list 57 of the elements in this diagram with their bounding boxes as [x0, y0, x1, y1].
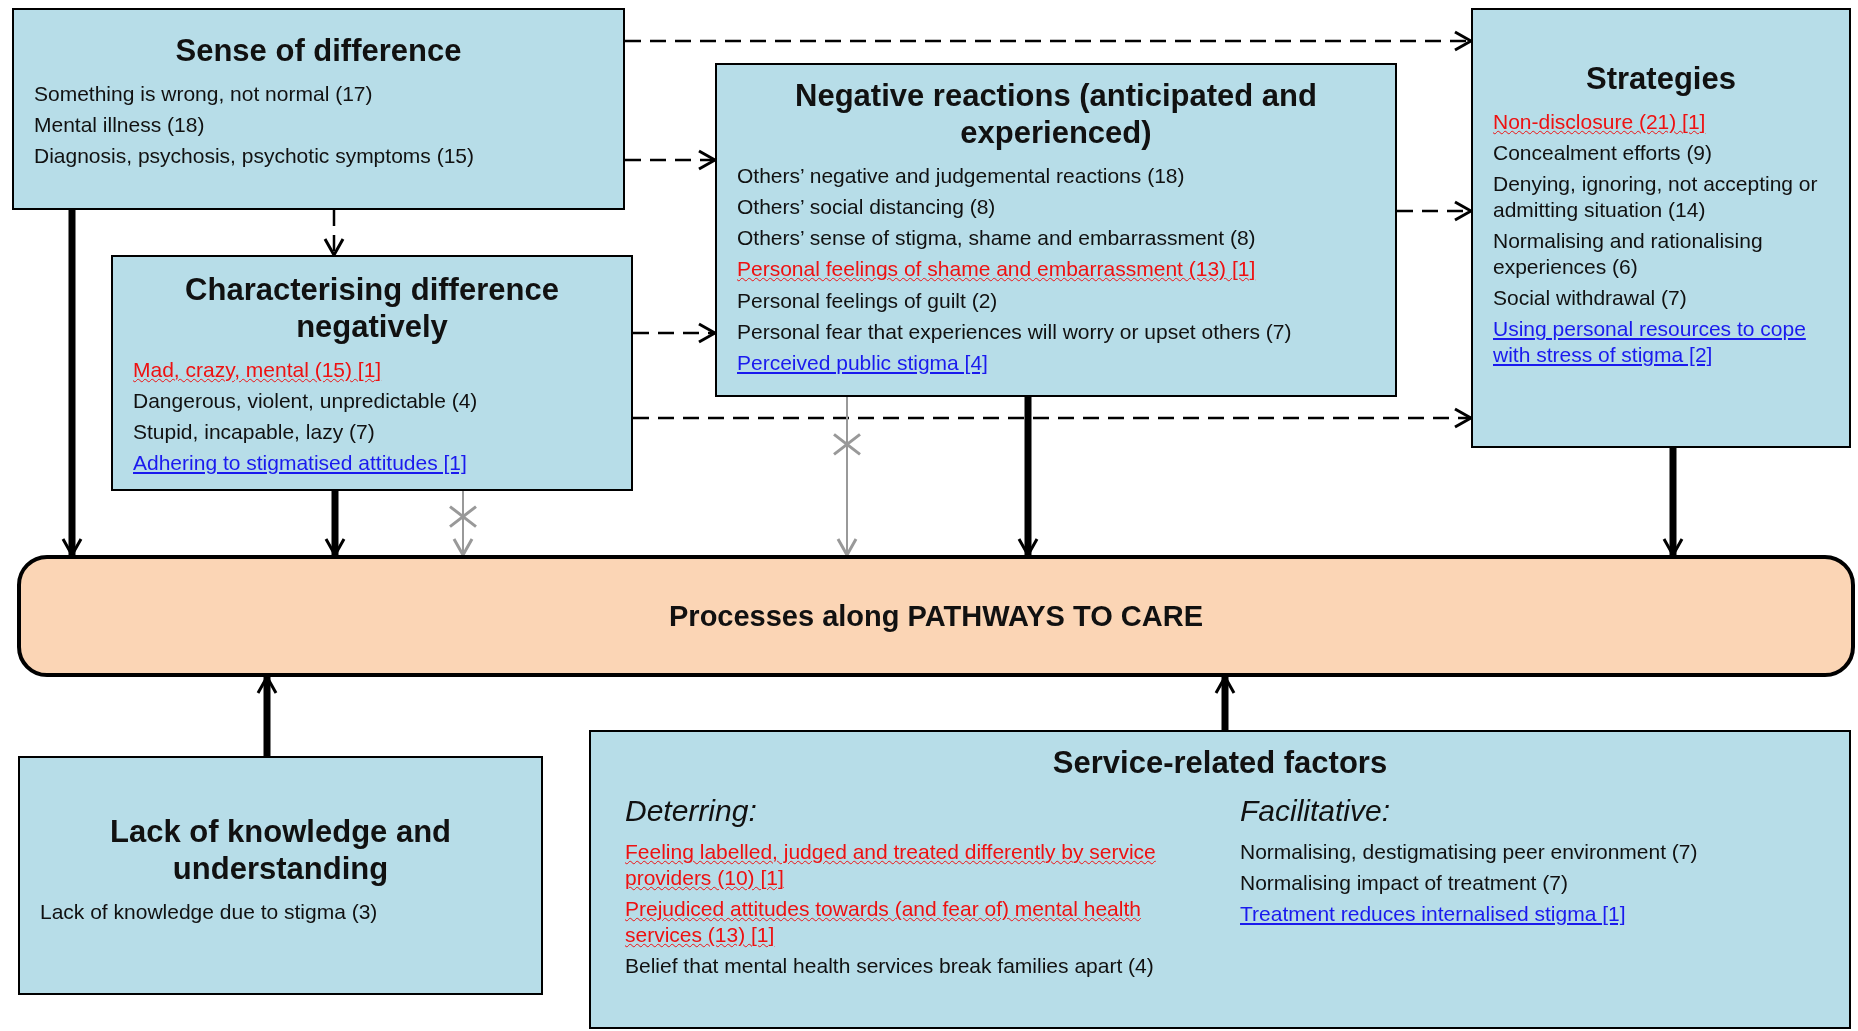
list-item: Diagnosis, psychosis, psychotic symptoms (15) [34, 143, 475, 170]
arrow [256, 675, 278, 756]
list-item: Others’ social distancing (8) [737, 194, 997, 221]
list-item: Normalising impact of treatment (7) [1240, 870, 1569, 897]
arrow [61, 210, 83, 557]
box-heading: Sense of difference [174, 32, 463, 70]
process-box [111, 255, 633, 491]
arrow [836, 396, 858, 557]
process-box [1471, 8, 1851, 448]
list-item: Normalising, destigmatising peer environment (7) [1240, 839, 1699, 866]
rounded-process-box [17, 555, 1855, 677]
dashed-arrow [633, 407, 1473, 429]
list-item: Non-disclosure (21) [1] [1493, 109, 1707, 136]
list-item: Mad, crazy, mental (15) [1] [133, 357, 383, 384]
arrow [1017, 397, 1039, 557]
list-item: Denying, ignoring, not accepting or admitting situation (14) [1493, 171, 1819, 224]
process-box [715, 63, 1397, 397]
list-item: Dangerous, violent, unpredictable (4) [133, 388, 479, 415]
list-item: Feeling labelled, judged and treated differently by service providers (10) [1] [625, 839, 1157, 892]
box-heading: Processes along PATHWAYS TO CARE [669, 598, 1203, 634]
box-heading: Negative reactions (anticipated and experienced) [794, 77, 1318, 152]
box-heading: Service-related factors [1051, 744, 1389, 782]
process-box [18, 756, 543, 995]
list-item: Prejudiced attitudes towards (and fear of) mental health services (13) [1] [625, 896, 1142, 949]
list-item: Something is wrong, not normal (17) [34, 81, 374, 108]
list-item: Normalising and rationalising experiences (6) [1493, 228, 1764, 281]
arrow [1662, 448, 1684, 557]
box-heading: Characterising difference negatively [184, 271, 560, 346]
box-heading: Lack of knowledge and understanding [108, 813, 453, 888]
list-item: Others’ negative and judgemental reactions (18) [737, 163, 1186, 190]
list-item: Others’ sense of stigma, shame and embarrassment (8) [737, 225, 1257, 252]
linked-list-item: Adhering to stigmatised attitudes [1] [133, 450, 468, 477]
arrow [324, 491, 346, 557]
arrow [452, 490, 474, 557]
dashed-arrow [633, 322, 717, 344]
dashed-arrow [1397, 200, 1473, 222]
arrow [1214, 675, 1236, 730]
column-heading: Facilitative: [1240, 793, 1392, 830]
process-box [589, 730, 1851, 1029]
process-box [12, 8, 625, 210]
list-item: Concealment efforts (9) [1493, 140, 1714, 167]
list-item: Personal fear that experiences will worry or upset others (7) [737, 318, 1293, 345]
dashed-arrow [323, 210, 345, 257]
linked-list-item: Perceived public stigma [4] [737, 349, 989, 376]
list-item: Personal feelings of shame and embarrassment (13) [1] [737, 256, 1257, 283]
column-heading: Deterring: [625, 793, 758, 830]
linked-list-item: Using personal resources to cope with stress of stigma [2] [1493, 316, 1807, 369]
dashed-arrow [625, 30, 1473, 52]
list-item: Belief that mental health services break families apart (4) [625, 953, 1155, 980]
list-item: Stupid, incapable, lazy (7) [133, 419, 376, 446]
list-item: Mental illness (18) [34, 112, 206, 139]
box-heading: Strategies [1585, 60, 1737, 98]
list-item: Lack of knowledge due to stigma (3) [40, 899, 379, 926]
list-item: Social withdrawal (7) [1493, 285, 1688, 312]
linked-list-item: Treatment reduces internalised stigma [1] [1240, 901, 1627, 928]
list-item: Personal feelings of guilt (2) [737, 287, 999, 314]
dashed-arrow [625, 149, 717, 171]
